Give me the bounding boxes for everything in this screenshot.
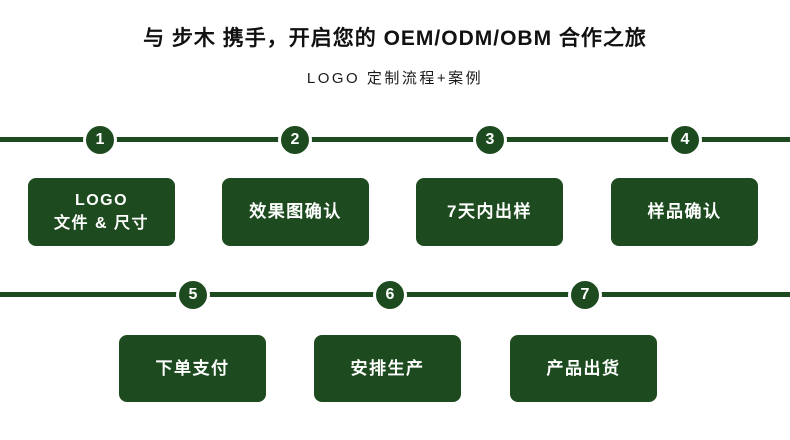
step-number: 3	[485, 131, 495, 148]
step-circle-1: 1	[83, 123, 117, 157]
step-number: 7	[580, 286, 590, 303]
step-box-5: 下单支付	[119, 335, 266, 402]
step-number: 6	[385, 286, 395, 303]
step-label: 下单支付	[155, 358, 230, 378]
step-box-2: 效果图确认	[222, 178, 369, 246]
timeline-row-1	[0, 137, 790, 142]
page-title: 与 步木 携手，开启您的 OEM/ODM/OBM 合作之旅	[143, 27, 647, 50]
step-label: 样品确认	[647, 202, 722, 222]
step-circle-6: 6	[373, 278, 407, 312]
step-circle-3: 3	[473, 123, 507, 157]
step-box-3: 7天内出样	[416, 178, 563, 246]
step-label: LOGO 文件 & 尺寸	[54, 191, 149, 232]
step-number: 1	[95, 131, 105, 148]
step-box-1: LOGO 文件 & 尺寸	[28, 178, 175, 246]
step-box-6: 安排生产	[314, 335, 461, 402]
step-number: 5	[188, 286, 198, 303]
step-circle-5: 5	[176, 278, 210, 312]
step-box-4: 样品确认	[611, 178, 758, 246]
step-box-7: 产品出货	[510, 335, 657, 402]
step-number: 4	[680, 131, 690, 148]
page-subtitle: LOGO 定制流程+案例	[306, 70, 484, 87]
step-label: 7天内出样	[447, 202, 532, 222]
step-circle-2: 2	[278, 123, 312, 157]
step-label: 效果图确认	[249, 202, 342, 222]
step-label: 安排生产	[350, 358, 425, 378]
step-circle-4: 4	[668, 123, 702, 157]
step-circle-7: 7	[568, 278, 602, 312]
step-number: 2	[290, 131, 300, 148]
step-label: 产品出货	[546, 358, 621, 378]
